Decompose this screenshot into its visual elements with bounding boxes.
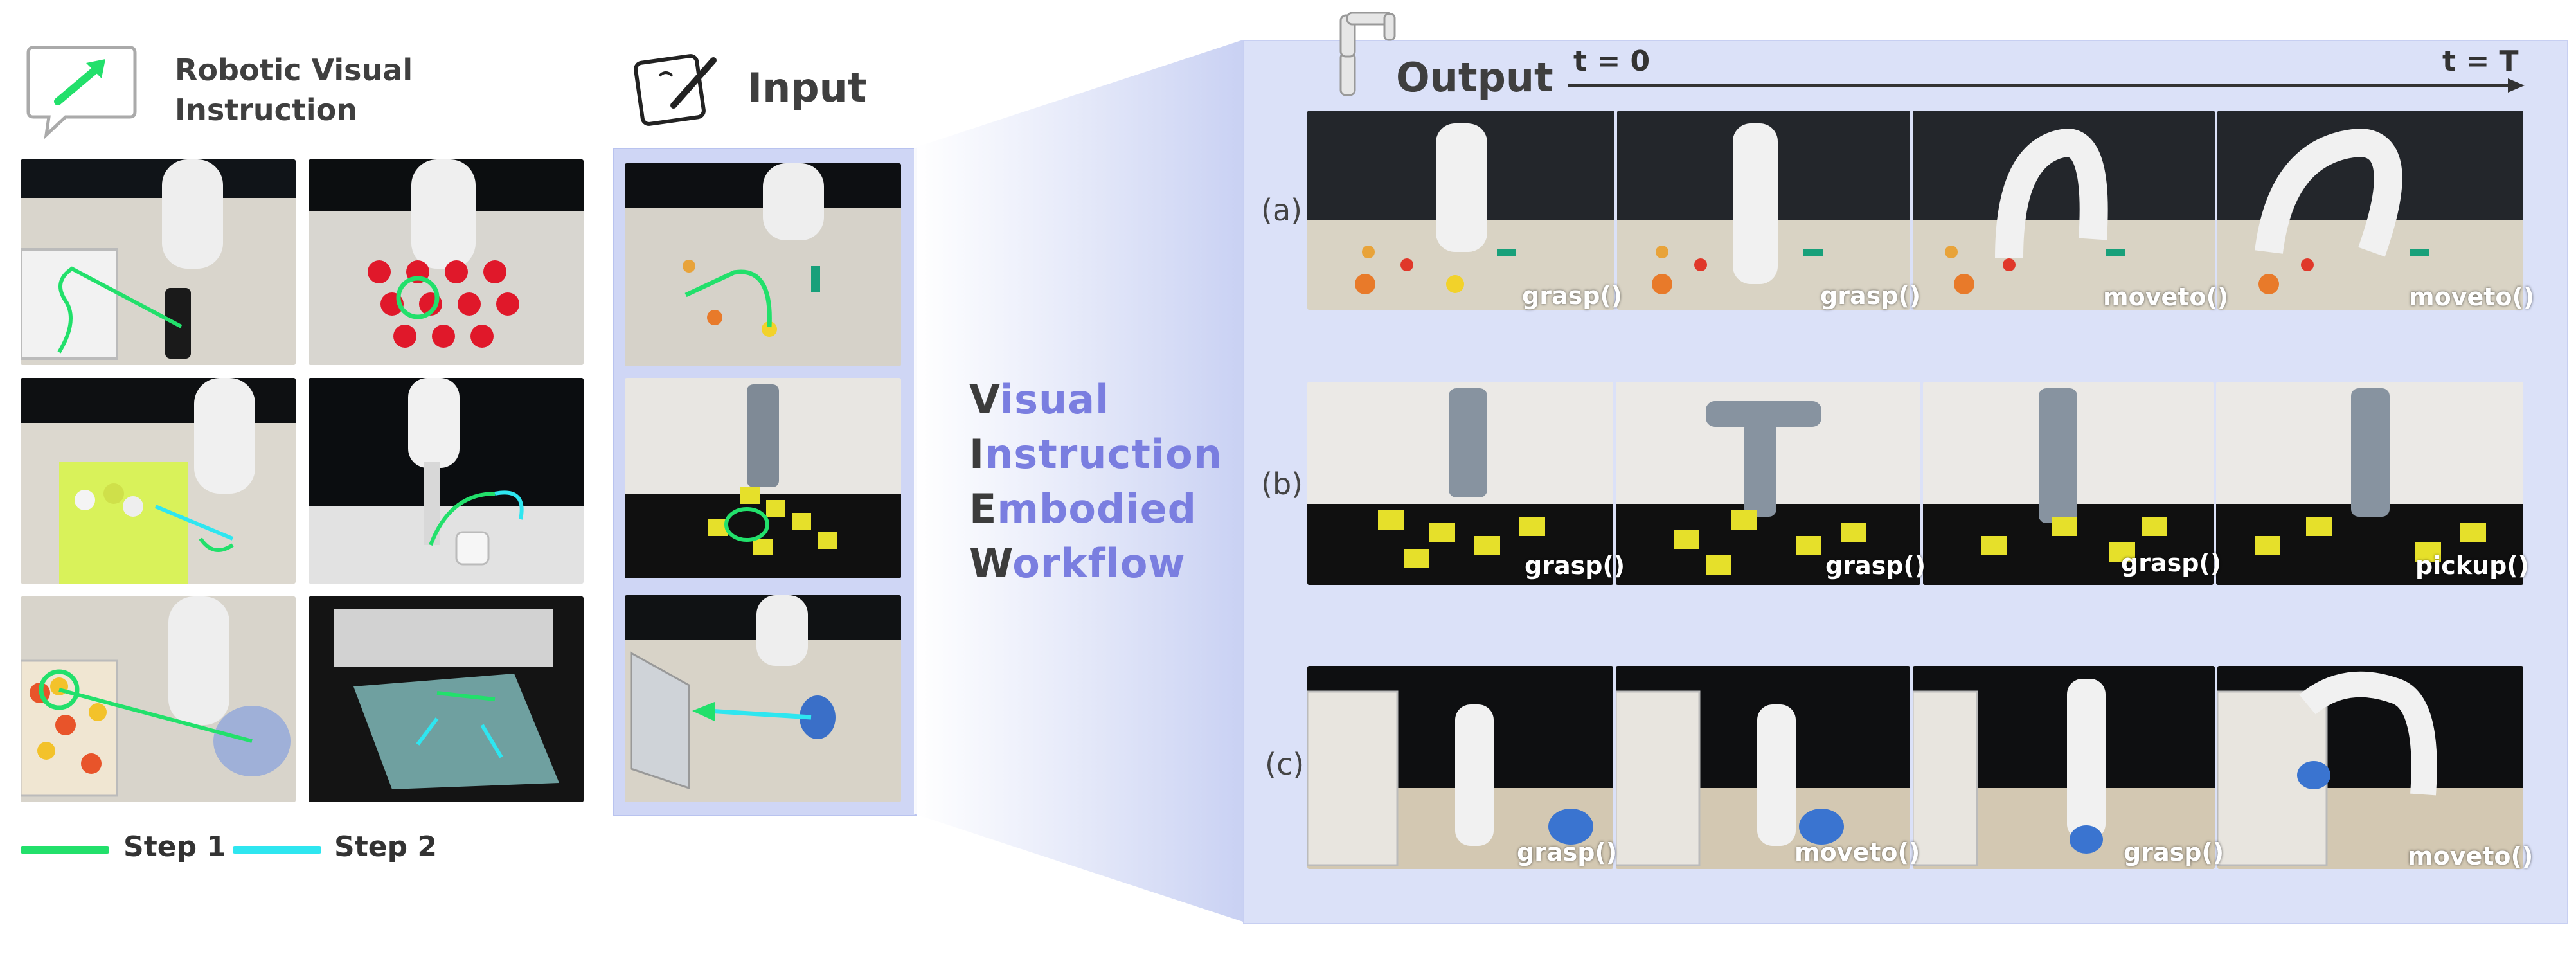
frame-a2 — [1617, 111, 1910, 310]
input-title: Input — [747, 64, 867, 111]
example-photo-mug — [309, 378, 584, 584]
robotic-visual-instruction-icon — [24, 44, 139, 140]
view-word-visual: Visual — [969, 376, 1110, 423]
connector-fan — [914, 40, 1243, 922]
timeline-end-label: t = T — [2442, 45, 2519, 78]
row-label-b: (b) — [1261, 467, 1303, 501]
row-label-c: (c) — [1265, 747, 1305, 782]
frame-b2 — [1616, 382, 1920, 585]
action-b4: pickup() — [2415, 551, 2530, 580]
legend-title-line2: Instruction — [175, 93, 358, 127]
output-title: Output — [1396, 54, 1553, 101]
input-photo-b — [625, 378, 901, 578]
example-photo-cloth — [309, 596, 584, 802]
view-word-embodied: Embodied — [969, 485, 1197, 532]
action-c4: moveto() — [2408, 842, 2534, 870]
action-b1: grasp() — [1525, 551, 1625, 580]
legend-title-line1: Robotic Visual — [175, 53, 413, 87]
step2-swatch — [233, 846, 321, 854]
frame-a3 — [1913, 111, 2215, 310]
action-b3: grasp() — [2121, 549, 2222, 577]
frame-c3 — [1913, 666, 2215, 869]
view-word-instruction: Instruction — [969, 431, 1222, 478]
example-photo-cups — [309, 159, 584, 365]
frame-c2 — [1616, 666, 1910, 869]
frame-c4 — [2217, 666, 2523, 869]
timeline-arrow — [1568, 76, 2525, 95]
action-a2: grasp() — [1820, 282, 1921, 310]
robot-arm-icon — [1328, 8, 1405, 98]
step2-label: Step 2 — [334, 830, 437, 863]
action-c1: grasp() — [1517, 838, 1618, 866]
frame-a4 — [2217, 111, 2523, 310]
row-label-a: (a) — [1261, 193, 1303, 228]
step1-swatch — [21, 846, 109, 854]
action-b2: grasp() — [1825, 551, 1926, 580]
legend-title: Robotic Visual Instruction — [175, 50, 413, 130]
frame-a1 — [1307, 111, 1614, 310]
example-photo-fruit — [21, 596, 296, 802]
action-a3: moveto() — [2103, 283, 2229, 311]
action-a1: grasp() — [1522, 282, 1623, 310]
pen-tablet-icon — [634, 50, 724, 127]
frame-b1 — [1307, 382, 1613, 585]
action-c2: moveto() — [1794, 838, 1920, 866]
step1-label: Step 1 — [123, 830, 226, 863]
frame-b3 — [1923, 382, 2214, 585]
input-photo-c — [625, 595, 901, 802]
example-photo-yellow-mat — [21, 378, 296, 584]
timeline-start-label: t = 0 — [1573, 45, 1650, 78]
action-a4: moveto() — [2409, 283, 2535, 311]
view-word-workflow: Workflow — [969, 540, 1186, 587]
action-c3: grasp() — [2124, 838, 2224, 866]
frame-b4 — [2216, 382, 2523, 585]
frame-c1 — [1307, 666, 1613, 869]
example-photo-whiteboard — [21, 159, 296, 365]
input-photo-a — [625, 163, 901, 366]
